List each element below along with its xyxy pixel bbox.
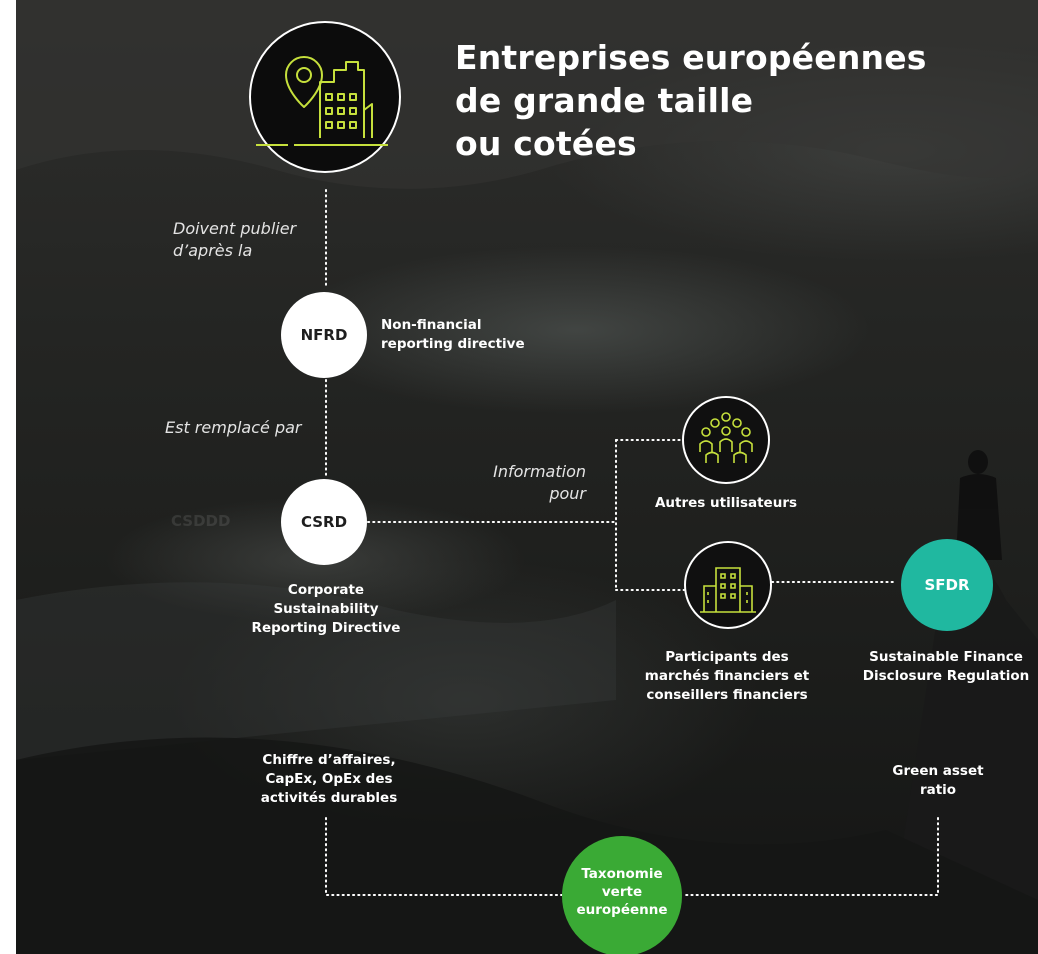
participants-circle [684,541,772,629]
participants-label: Participants des marchés financiers et c… [644,649,810,703]
nfrd-abbr: NFRD [300,326,348,344]
nfrd-node: NFRD [281,292,367,378]
autres-label: Autres utilisateurs [654,495,798,511]
taxonomie-label: Taxonomie verte européenne [576,866,668,918]
csrd-node: CSRD [281,479,367,565]
sfdr-description: Sustainable Finance Disclosure Regulatio… [862,649,1030,684]
kpi-left-label: Chiffre d’affaires, CapEx, OpEx des acti… [260,752,398,806]
connector-kpi-left [325,817,563,896]
csddd-label: CSDDD [171,512,231,530]
people-group-icon [699,412,753,463]
hiker-figure [956,450,1002,560]
building-icon [700,567,756,613]
diagram-graphics [16,0,1038,954]
edge-label-replaced: Est remplacé par [165,418,302,437]
nfrd-description: Non-financial reporting directive [381,317,525,352]
background-foreground [16,737,1038,954]
connector-kpi-right [683,817,939,896]
diagram-canvas: Entreprises européennes de grande taille… [16,0,1038,954]
sfdr-abbr: SFDR [924,576,970,594]
csrd-abbr: CSRD [300,513,348,531]
background-lake [16,582,616,760]
kpi-right-label: Green asset ratio [892,763,984,798]
edge-label-info: Information pour [493,462,586,503]
taxonomie-node: Taxonomie verte européenne [562,836,682,954]
page-title: Entreprises européennes de grande taille… [455,38,927,163]
autres-circle [682,396,770,484]
sfdr-node: SFDR [901,539,993,631]
city-location-icon [256,56,388,146]
csrd-description: Corporate Sustainability Reporting Direc… [251,582,401,636]
edge-label-publish: Doivent publier d’après la [173,219,297,260]
